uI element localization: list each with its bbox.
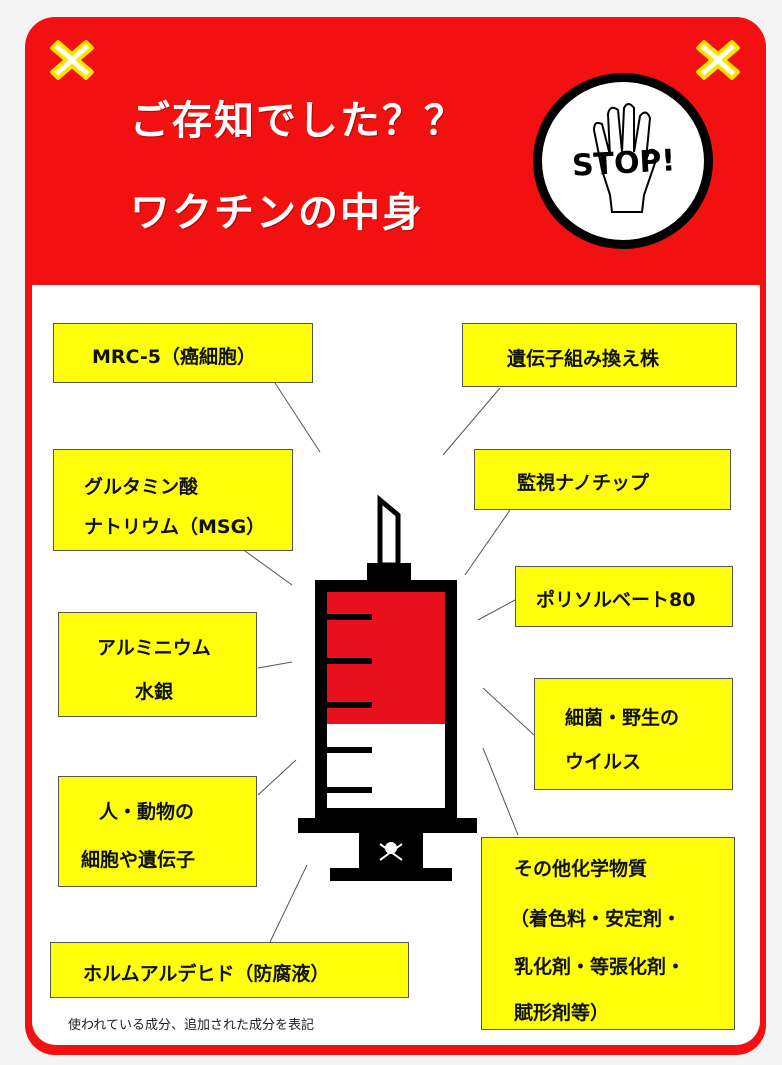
ingredient-box-cells: 人・動物の 細胞や遺伝子 [58,776,257,887]
connector-line [244,550,293,586]
x-mark-icon [696,40,740,80]
ingredient-label: グルタミン酸 [84,476,199,498]
connector-line [269,864,308,943]
ingredient-label: 賦形剤等） [514,1002,610,1024]
ingredient-box-bacteria: 細菌・野生の ウイルス [534,678,733,790]
skull-icon [379,842,403,861]
ingredient-label: 細胞や遺伝子 [81,849,196,871]
ingredient-box-nanochip: 監視ナノチップ [474,449,731,510]
connector-lines [244,382,535,943]
ingredient-label: ウイルス [565,751,642,773]
connector-line [257,759,297,796]
ingredient-box-chemicals: その他化学物質 （着色料・安定剤・ 乳化剤・等張化剤・ 賦形剤等） [481,837,735,1030]
title-line-2: ワクチンの中身 [130,190,424,236]
syringe-icon [298,494,477,881]
stop-badge: STOP! [533,73,713,249]
ingredient-box-mrc5: MRC-5（癌細胞） [53,323,313,383]
ingredient-label: 監視ナノチップ [517,472,650,494]
ingredient-box-polysorbate: ポリソルベート80 [515,566,733,627]
ingredient-label: 水銀 [135,681,174,703]
ingredient-box-recombinant: 遺伝子組み換え株 [462,323,737,387]
ingredient-label: 人・動物の [99,801,195,823]
ingredient-label: 遺伝子組み換え株 [507,348,660,370]
connector-line [274,382,321,453]
ingredient-box-msg: グルタミン酸 ナトリウム（MSG） [53,449,293,551]
ingredient-label: ポリソルベート80 [536,589,696,611]
ingredient-box-aluminum: アルミニウム 水銀 [58,612,257,717]
connector-line [464,509,511,576]
ingredient-label: ホルムアルデヒド（防腐液） [83,963,330,985]
connector-line [482,747,519,836]
title-line-1: ご存知でした？？ [130,98,466,144]
ingredient-label: ナトリウム（MSG） [84,516,266,538]
ingredient-box-formaldehyde: ホルムアルデヒド（防腐液） [50,942,409,998]
ingredient-label: アルミニウム [97,637,211,659]
ingredient-label: 細菌・野生の [565,707,680,729]
connector-line [442,387,501,456]
ingredient-label: 乳化剤・等張化剤・ [514,956,686,978]
ingredient-label: MRC-5（癌細胞） [92,346,257,368]
ingredient-label: （着色料・安定剤・ [510,908,682,930]
ingredient-label: その他化学物質 [514,858,648,880]
connector-line [257,661,293,669]
x-mark-icon [50,40,94,80]
connector-line [477,599,516,621]
footnote: 使われている成分、追加された成分を表記 [68,1018,314,1033]
stop-hand-icon [592,103,658,213]
connector-line [482,687,535,736]
